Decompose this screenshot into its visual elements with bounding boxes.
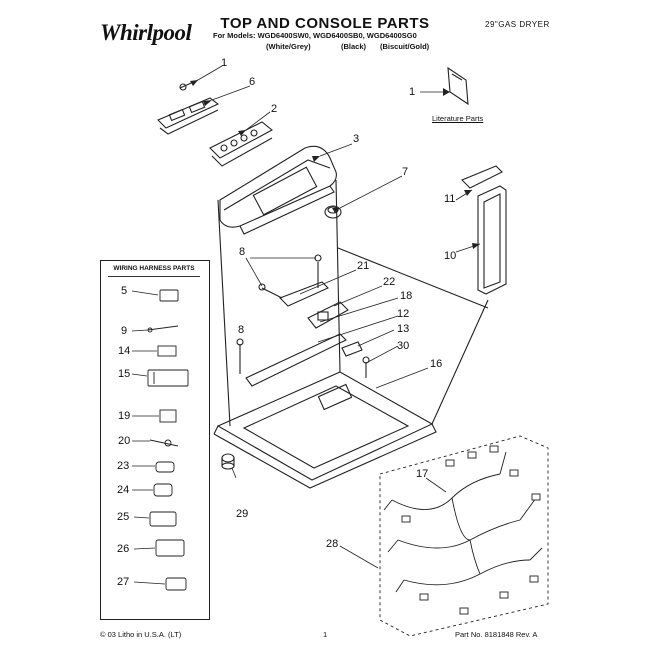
wiring-callout-27: 27 bbox=[117, 576, 130, 588]
footer-page-number: 1 bbox=[323, 630, 328, 639]
callout-13: 13 bbox=[397, 323, 410, 335]
console-part-3 bbox=[219, 145, 337, 235]
callout-29: 29 bbox=[236, 508, 249, 520]
models-line: For Models: WGD6400SW0, WGD6400SB0, WGD6… bbox=[213, 31, 417, 40]
color-white-grey: (White/Grey) bbox=[266, 42, 311, 51]
wiring-callout-26: 26 bbox=[117, 543, 130, 555]
product-tag: 29"GAS DRYER bbox=[485, 20, 550, 29]
bracket-part-22 bbox=[307, 301, 349, 329]
callout-16: 16 bbox=[430, 358, 443, 370]
wiring-callout-14: 14 bbox=[118, 345, 131, 357]
callout-12: 12 bbox=[397, 308, 410, 320]
footer-litho: © 03 Litho in U.S.A. (LT) bbox=[100, 630, 182, 639]
wiring-callout-5: 5 bbox=[121, 285, 128, 297]
top-panel-part-16 bbox=[213, 371, 437, 489]
brand-logo: Whirlpool bbox=[100, 20, 192, 45]
wiring-callout-20: 20 bbox=[118, 435, 131, 447]
wiring-callout-25: 25 bbox=[117, 511, 130, 523]
control-panel-part-2 bbox=[209, 121, 273, 167]
callout-28: 28 bbox=[326, 538, 339, 550]
callout-30: 30 bbox=[397, 340, 410, 352]
wiring-callout-23: 23 bbox=[117, 460, 130, 472]
lint-screen-part-10 bbox=[477, 185, 507, 295]
wiring-callout-9: 9 bbox=[121, 325, 128, 337]
wiring-harness-heading: WIRING HARNESS PARTS bbox=[113, 265, 195, 272]
literature-parts-label: Literature Parts bbox=[432, 114, 484, 123]
lint-door-part-11 bbox=[461, 165, 503, 189]
callout-1: 1 bbox=[221, 57, 228, 69]
callout-17: 17 bbox=[416, 468, 429, 480]
callout-22: 22 bbox=[383, 276, 396, 288]
footer-part-number: Part No. 8181848 Rev. A bbox=[455, 630, 538, 639]
rail-part-12 bbox=[245, 333, 347, 387]
callout-10: 10 bbox=[444, 250, 457, 262]
color-black: (Black) bbox=[341, 42, 367, 51]
callout-21: 21 bbox=[357, 260, 370, 272]
wiring-callout-24: 24 bbox=[117, 484, 130, 496]
callout-3: 3 bbox=[353, 133, 360, 145]
bracket-part-13 bbox=[341, 341, 363, 357]
callout-11: 11 bbox=[444, 193, 456, 205]
callout-2: 2 bbox=[271, 103, 278, 115]
screw-part-8 bbox=[236, 338, 244, 374]
callout-7: 7 bbox=[402, 166, 409, 178]
callout-8-lower: 8 bbox=[238, 324, 245, 336]
callout-6: 6 bbox=[249, 76, 256, 88]
wiring-callout-19: 19 bbox=[118, 410, 131, 422]
wiring-harness-rule bbox=[108, 276, 200, 277]
wiring-callout-15: 15 bbox=[118, 368, 131, 380]
foot-part-29 bbox=[221, 453, 235, 470]
callout-8-top: 8 bbox=[239, 246, 246, 258]
knob-part-7 bbox=[324, 205, 342, 219]
screw-part-30 bbox=[362, 356, 370, 378]
color-biscuit-gold: (Biscuit/Gold) bbox=[380, 42, 430, 51]
callout-18: 18 bbox=[400, 290, 413, 302]
literature-parts bbox=[447, 66, 469, 106]
bracket-part-21 bbox=[258, 254, 329, 307]
console-bracket-part-6 bbox=[157, 97, 220, 135]
page-title: TOP AND CONSOLE PARTS bbox=[220, 15, 430, 32]
callout-literature-1: 1 bbox=[409, 86, 416, 98]
wiring-harness-box bbox=[100, 260, 210, 620]
